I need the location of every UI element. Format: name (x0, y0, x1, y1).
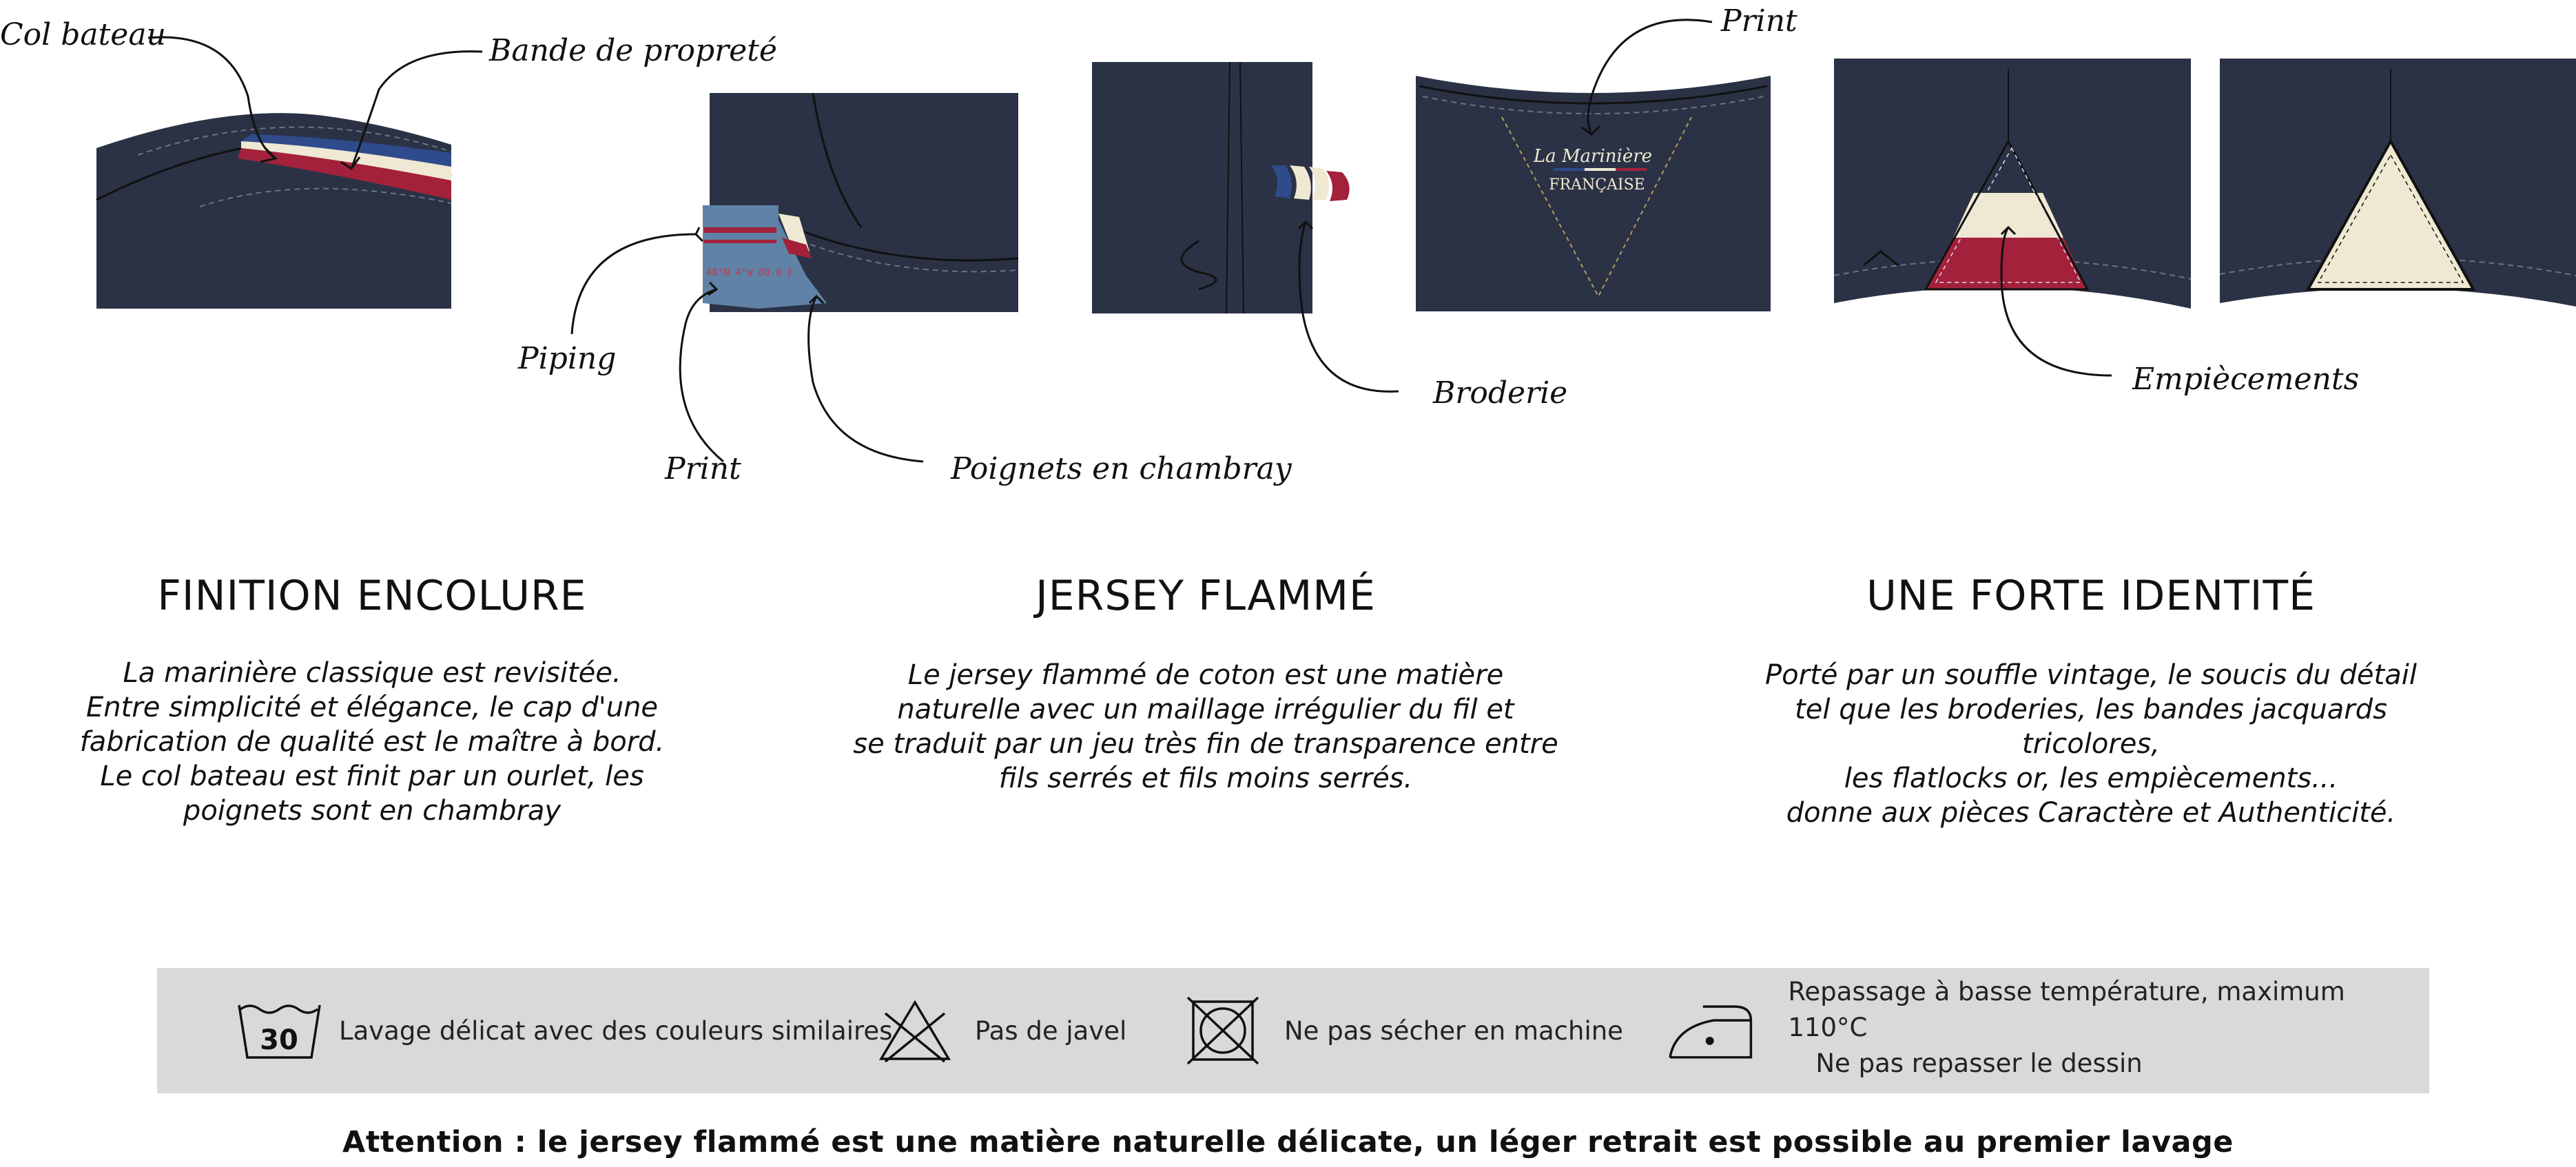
callout-piping: Piping (517, 341, 616, 376)
back-neck-print-illustration: La Marinière FRANÇAISE (1416, 76, 1771, 311)
section-title-finition-encolure: FINITION ENCOLURE (157, 572, 587, 620)
text-line: Porté par un souffle vintage, le soucis … (1765, 659, 2417, 691)
care-item-wash: 30 Lavage délicat avec des couleurs simi… (236, 968, 892, 1093)
product-detail-illustrations: 48°N 4°W 00.0 E La Marinière FRANÇAISE (0, 3, 2576, 486)
callout-broderie: Broderie (1432, 375, 1567, 411)
care-label-iron: Repassage à basse température, maximum 1… (1788, 974, 2429, 1082)
text-line: Entre simplicité et élégance, le cap d'u… (85, 692, 659, 723)
collar-detail-illustration (96, 113, 452, 309)
callout-bande-proprete: Bande de propreté (488, 33, 777, 68)
care-item-bleach: Pas de javel (877, 968, 1126, 1093)
section-text-finition-encolure: La marinière classique est revisitée. En… (41, 656, 703, 828)
wash-temp-text: 30 (260, 1024, 298, 1056)
section-title-jersey-flamme: JERSEY FLAMMÉ (1035, 572, 1376, 620)
embroidery-detail-illustration (1092, 61, 1350, 314)
callout-print-sleeve: Print (664, 451, 741, 486)
logo-script-text: La Marinière (1533, 146, 1652, 167)
cream-gusset-illustration (2219, 59, 2576, 307)
text-line: Le jersey flammé de coton est une matièr… (907, 659, 1504, 691)
text-line: se traduit par un jeu très fin de transp… (853, 728, 1558, 760)
callout-poignets-chambray: Poignets en chambray (950, 451, 1292, 486)
text-line: fils serrés et fils moins serrés. (998, 763, 1413, 794)
section-text-forte-identite: Porté par un souffle vintage, le soucis … (1740, 658, 2442, 830)
text-line: La marinière classique est revisitée. (123, 657, 621, 689)
care-label-iron-line2: Ne pas repasser le dessin (1815, 1049, 2143, 1078)
wash-30-icon: 30 (238, 1004, 321, 1059)
care-item-iron: Repassage à basse température, maximum 1… (1666, 968, 2429, 1093)
care-label-bleach: Pas de javel (975, 1015, 1127, 1046)
care-label-wash: Lavage délicat avec des couleurs similai… (339, 1015, 893, 1046)
section-text-jersey-flamme: Le jersey flammé de coton est une matièr… (841, 658, 1571, 796)
text-line: poignets sont en chambray (183, 795, 561, 827)
text-line: fabrication de qualité est le maître à b… (79, 726, 665, 758)
care-label-dryer: Ne pas sécher en machine (1284, 1015, 1623, 1046)
text-line: tel que les broderies, les bandes jacqua… (1795, 694, 2387, 760)
no-tumble-dry-icon (1186, 996, 1259, 1065)
logo-caps-text: FRANÇAISE (1549, 176, 1645, 194)
text-line: naturelle avec un maillage irrégulier du… (897, 694, 1514, 725)
care-item-dryer: Ne pas sécher en machine (1185, 968, 1623, 1093)
no-bleach-icon (878, 1000, 951, 1062)
section-title-forte-identite: UNE FORTE IDENTITÉ (1866, 572, 2316, 620)
sleeve-detail-illustration: 48°N 4°W 00.0 E (703, 92, 1019, 312)
callout-col-bateau: Col bateau (0, 17, 166, 52)
tricolore-gusset-illustration (1833, 59, 2192, 309)
leader-lines (147, 19, 2112, 463)
care-label-iron-line1: Repassage à basse température, maximum 1… (1788, 977, 2345, 1042)
care-instructions-bar: 30 Lavage délicat avec des couleurs simi… (157, 968, 2429, 1093)
text-line: les flatlocks or, les empiècements... (1844, 763, 2338, 794)
text-line: donne aux pièces Caractère et Authentici… (1786, 797, 2396, 829)
callout-print-back: Print (1720, 3, 1797, 39)
text-line: Le col bateau est finit par un ourlet, l… (100, 761, 644, 792)
iron-low-temp-icon (1669, 1005, 1753, 1059)
washing-warning: Attention : le jersey flammé est une mat… (342, 1125, 2234, 1159)
callout-empiecements: Empiècements (2132, 362, 2359, 397)
sleeve-print-text: 48°N 4°W 00.0 E (706, 267, 793, 278)
